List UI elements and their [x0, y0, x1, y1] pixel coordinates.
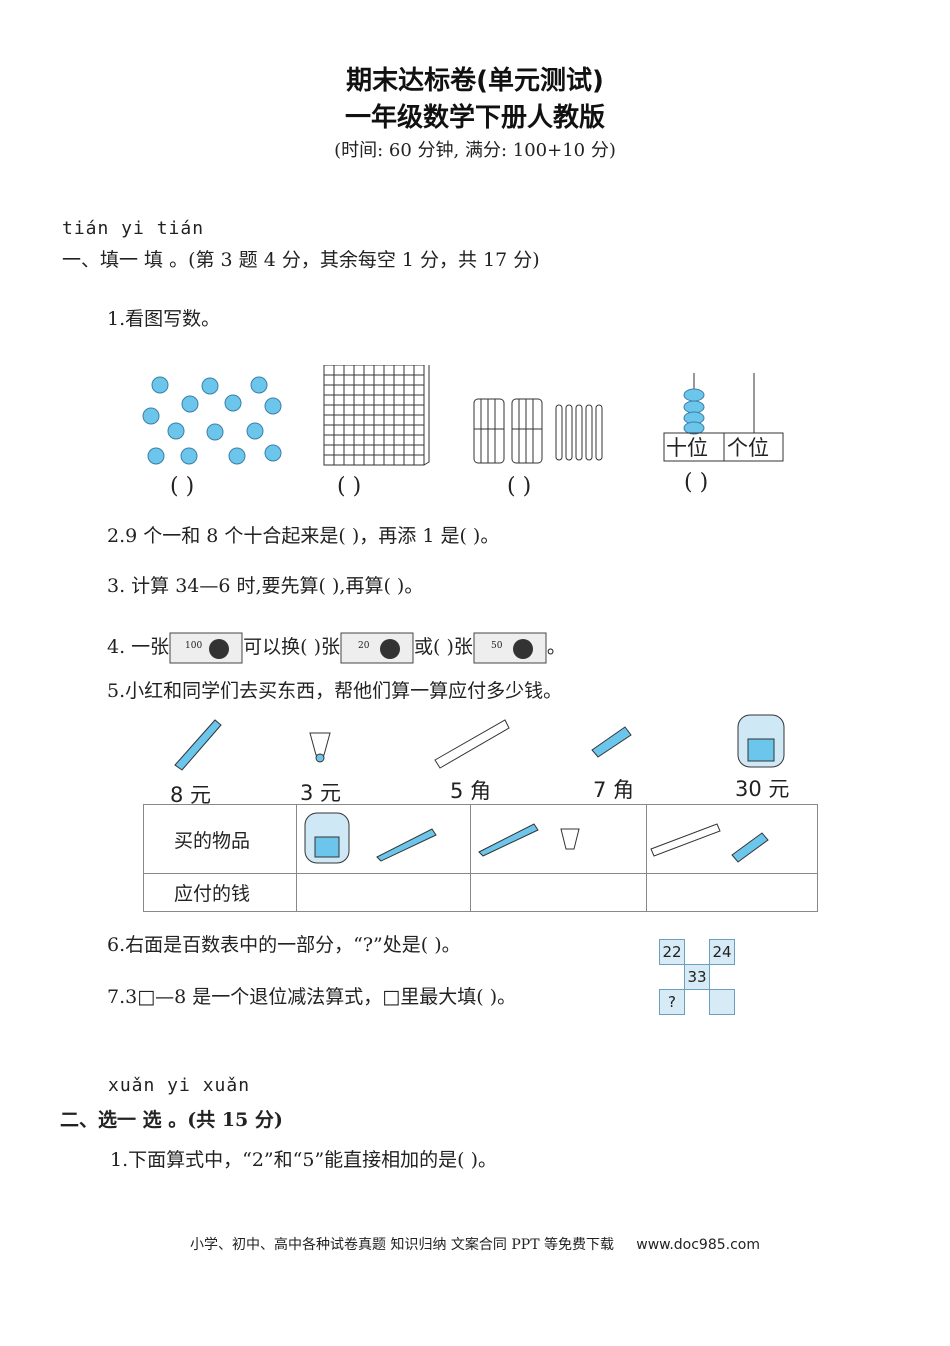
- section-heading: 一、填一 填 。(第 3 题 4 分，其余每空 1 分，共 17 分): [62, 249, 540, 271]
- grid-cell: [709, 989, 735, 1015]
- price-ruler: 5 角: [450, 779, 492, 803]
- svg-text:20: 20: [358, 641, 370, 651]
- crayon-icon: [591, 726, 632, 758]
- shop-items: [174, 714, 785, 771]
- backpack-icon: [737, 714, 785, 768]
- pinyin: xuǎn yi xuǎn: [108, 1075, 251, 1096]
- counting-pictures: [142, 365, 784, 466]
- q4-text: 可以换( )张: [243, 636, 341, 658]
- price-pen: 8 元: [170, 783, 212, 807]
- items-backpack-pen: [296, 804, 471, 874]
- pen-icon: [174, 719, 222, 771]
- grid-cell: 33: [684, 964, 710, 990]
- banknote-100-icon: 100: [169, 632, 243, 664]
- dots-icon: [142, 376, 282, 465]
- cost-cell[interactable]: [646, 873, 818, 912]
- answer-blank[interactable]: ( ): [337, 474, 362, 499]
- title: 期末达标卷(单元测试): [346, 66, 604, 96]
- pinyin: tián yi tián: [62, 218, 205, 239]
- purchase-table: 买的物品 应付的钱: [142, 804, 818, 912]
- footer-link[interactable]: www.doc985.com: [636, 1237, 760, 1253]
- ruler-icon: [434, 719, 510, 769]
- row-label-items: 买的物品: [142, 804, 298, 874]
- grid-cell: 22: [659, 939, 685, 965]
- items-pen-shuttlecock: [469, 804, 648, 874]
- banknote-20-icon: 20: [340, 632, 414, 664]
- price-backpack: 30 元: [735, 777, 790, 801]
- hundred-grid-icon: [323, 365, 430, 466]
- answer-blank[interactable]: ( ): [170, 474, 195, 499]
- question-7: 7.3□—8 是一个退位减法算式，□里最大填( )。: [107, 986, 517, 1008]
- subtitle-grade: 一年级数学下册人教版: [344, 103, 605, 133]
- time-score: (时间: 60 分钟, 满分: 100+10 分): [334, 140, 616, 161]
- footer: 小学、初中、高中各种试卷真题 知识归纳 文案合同 PPT 等免费下载 www.d…: [0, 1234, 950, 1254]
- footer-text: 小学、初中、高中各种试卷真题 知识归纳 文案合同 PPT 等免费下载: [190, 1237, 614, 1253]
- shuttlecock-icon: [309, 732, 331, 763]
- cost-cell[interactable]: [469, 873, 648, 912]
- question-2: 2.9 个一和 8 个十合起来是( )，再添 1 是( )。: [107, 525, 500, 547]
- tens-label: 十位: [666, 436, 708, 460]
- cost-cell[interactable]: [296, 873, 471, 912]
- grid-cell-question: ?: [659, 989, 685, 1015]
- q4-text: 或( )张: [414, 636, 473, 658]
- row-label-cost: 应付的钱: [142, 873, 298, 912]
- answer-blank[interactable]: ( ): [684, 470, 709, 495]
- section-heading: 二、选一 选 。(共 15 分): [60, 1109, 283, 1131]
- question-4: 4. 一张 100 可以换( )张 20 或( )张 50 。: [107, 632, 566, 664]
- q4-text: 。: [546, 636, 566, 658]
- items-ruler-crayon: [646, 804, 818, 874]
- question-3: 3. 计算 34—6 时,要先算( ),再算( )。: [107, 575, 424, 597]
- grid-cell: 24: [709, 939, 735, 965]
- banknote-50-icon: 50: [473, 632, 547, 664]
- price-crayon: 7 角: [593, 778, 635, 802]
- abacus-icon: [663, 373, 784, 462]
- question-6: 6.右面是百数表中的一部分，“?”处是( )。: [107, 934, 461, 956]
- question-1: 1.下面算式中，“2”和“5”能直接相加的是( )。: [110, 1149, 498, 1171]
- svg-text:100: 100: [185, 641, 202, 651]
- ones-label: 个位: [727, 436, 769, 460]
- stick-bundles-icon: [473, 398, 603, 464]
- answer-blank[interactable]: ( ): [507, 474, 532, 499]
- question-5: 5.小红和同学们去买东西，帮他们算一算应付多少钱。: [107, 680, 563, 702]
- question-1: 1.看图写数。: [107, 308, 221, 330]
- svg-text:50: 50: [491, 641, 503, 651]
- price-shuttlecock: 3 元: [300, 781, 342, 805]
- q4-text: 4. 一张: [107, 636, 170, 658]
